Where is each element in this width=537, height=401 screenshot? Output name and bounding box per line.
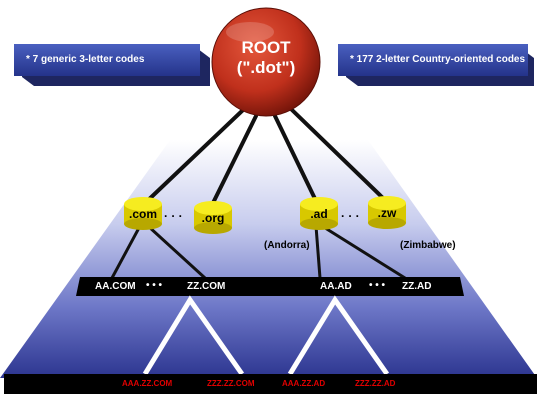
level2-label-zz-ad: ZZ.AD — [402, 281, 432, 292]
tld-label-zw: .zw — [377, 206, 397, 220]
level2-label-aa-ad: AA.AD — [320, 281, 352, 292]
level2-bar — [76, 277, 464, 296]
level3-label-aaa-zz-ad: AAA.ZZ.AD — [282, 379, 326, 388]
subdomain-triangles — [142, 295, 390, 376]
root-links — [141, 106, 387, 207]
level2-links — [110, 224, 407, 280]
level2-label-zz-com: ZZ.COM — [187, 281, 226, 292]
root-sublabel: (".dot") — [236, 58, 296, 77]
tld-node-ad — [300, 197, 338, 230]
tld-ellipsis-country: · · · — [341, 209, 360, 223]
tld-label-com: .com — [128, 207, 157, 221]
left-box-label: * 7 generic 3-letter codes — [26, 54, 145, 65]
right-box-label: * 177 2-letter Country-oriented codes — [350, 54, 526, 65]
country-note-zimbabwe: (Zimbabwe) — [400, 240, 456, 251]
country-note-andorra: (Andorra) — [264, 240, 310, 251]
level3-label-aaa-zz-com: AAA.ZZ.COM — [122, 379, 173, 388]
level3-label-zzz-zz-com: ZZZ.ZZ.COM — [207, 379, 255, 388]
level2-label-aa-com: AA.COM — [95, 281, 136, 292]
tld-label-ad: .ad — [310, 207, 328, 221]
root-label: ROOT — [241, 38, 291, 57]
pyramid-background — [0, 140, 537, 378]
level2-ellipsis-generic: • • • — [146, 280, 163, 291]
root-sphere — [211, 7, 321, 117]
tld-node-org — [194, 201, 232, 234]
tld-label-org: .org — [201, 211, 225, 225]
level3-bar — [4, 374, 537, 394]
right-box-shape — [338, 44, 534, 86]
level2-ellipsis-country: • • • — [369, 280, 386, 291]
tld-ellipsis-generic: · · · — [164, 209, 183, 223]
level3-label-zzz-zz-ad: ZZZ.ZZ.AD — [355, 379, 396, 388]
tld-node-zw — [368, 196, 406, 229]
left-box-shape — [14, 44, 210, 86]
tld-node-com — [124, 197, 162, 230]
